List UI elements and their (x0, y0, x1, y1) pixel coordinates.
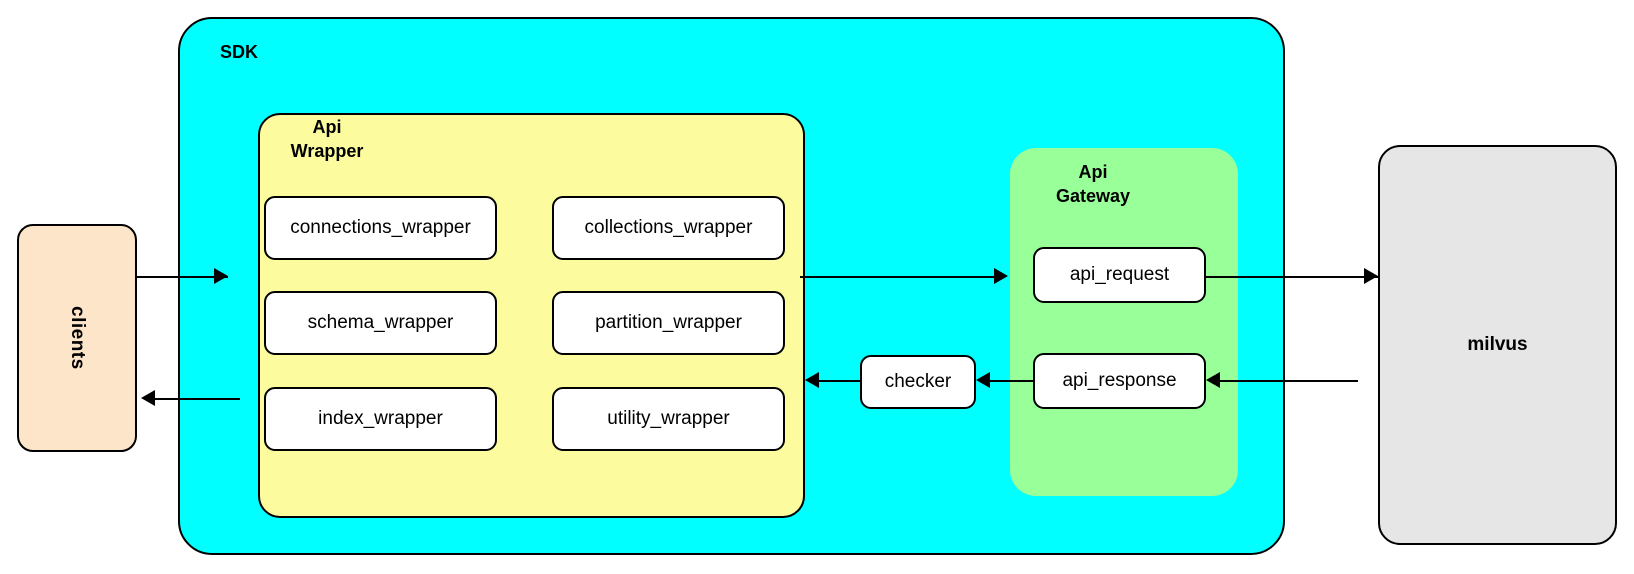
edge-apiwrapper-to-gateway-line (800, 276, 1005, 278)
node-checker[interactable]: checker (860, 355, 976, 409)
edge-apirequest-to-milvus-arrowhead (1364, 268, 1378, 284)
edge-sdk-to-clients-arrowhead (141, 390, 155, 406)
node-index-wrapper[interactable]: index_wrapper (264, 387, 497, 451)
container-api-wrapper-label: Api Wrapper (290, 117, 364, 161)
container-sdk-label: SDK (220, 42, 259, 62)
edge-clients-to-sdk-arrowhead (214, 268, 228, 284)
node-api-response[interactable]: api_response (1033, 353, 1206, 409)
edge-apiresponse-to-checker-arrowhead (976, 372, 990, 388)
edge-clients-to-sdk-line (137, 276, 228, 278)
edge-sdk-to-clients-line (155, 398, 240, 400)
edge-apiwrapper-to-gateway-arrowhead (994, 268, 1008, 284)
node-utility-wrapper[interactable]: utility_wrapper (552, 387, 785, 451)
edge-checker-to-apiwrapper-arrowhead (805, 372, 819, 388)
node-api-response-label: api_response (1062, 370, 1177, 391)
edge-milvus-to-apiresponse-line (1210, 380, 1358, 382)
edge-checker-to-apiwrapper-line (809, 380, 860, 382)
edge-apiresponse-to-checker-line (980, 380, 1033, 382)
node-schema-wrapper-label: schema_wrapper (307, 312, 454, 333)
container-api-gateway-label: Api Gateway (1055, 162, 1131, 206)
node-schema-wrapper[interactable]: schema_wrapper (264, 291, 497, 355)
node-index-wrapper-label: index_wrapper (318, 408, 443, 429)
node-connections-wrapper-label: connections_wrapper (290, 217, 471, 238)
node-partition-wrapper[interactable]: partition_wrapper (552, 291, 785, 355)
node-utility-wrapper-label: utility_wrapper (607, 408, 730, 429)
edge-milvus-to-apiresponse-arrowhead (1206, 372, 1220, 388)
node-milvus-label: milvus (1467, 334, 1528, 355)
node-collections-wrapper[interactable]: collections_wrapper (552, 196, 785, 260)
node-connections-wrapper[interactable]: connections_wrapper (264, 196, 497, 260)
container-api-gateway[interactable] (1010, 148, 1238, 496)
node-clients-label: clients (67, 306, 88, 370)
node-milvus[interactable]: milvus (1378, 145, 1617, 545)
node-partition-wrapper-label: partition_wrapper (595, 312, 742, 333)
node-api-request[interactable]: api_request (1033, 247, 1206, 303)
edge-apirequest-to-milvus-line (1206, 276, 1378, 278)
node-api-request-label: api_request (1069, 264, 1170, 285)
node-checker-label: checker (884, 371, 952, 392)
node-collections-wrapper-label: collections_wrapper (584, 217, 753, 238)
node-clients[interactable]: clients (17, 224, 137, 452)
